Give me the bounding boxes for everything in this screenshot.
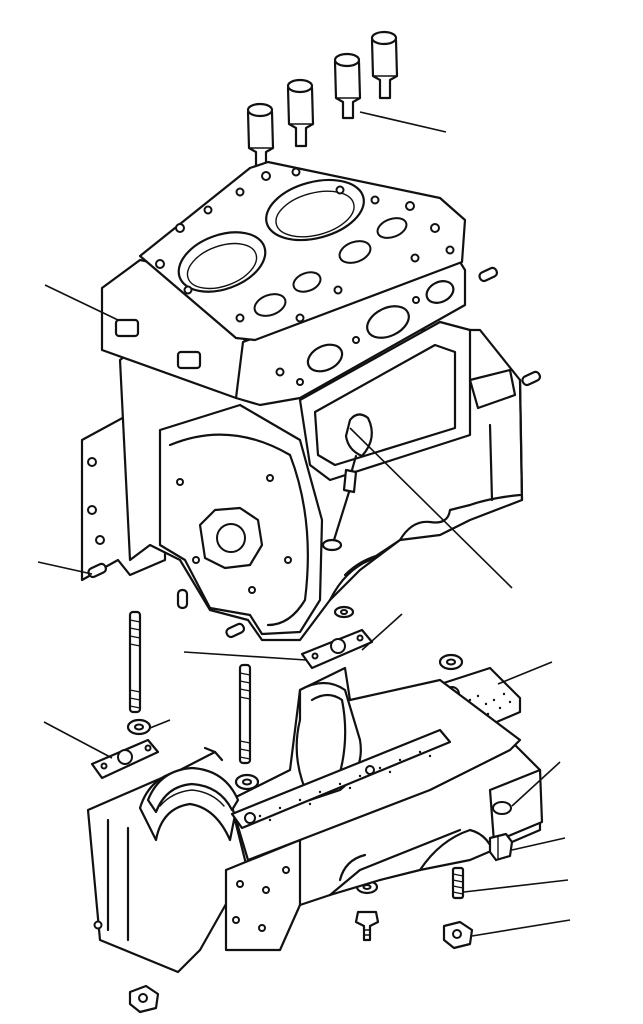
cylinder-head <box>100 160 467 407</box>
dipstick <box>321 413 373 552</box>
leader-gasket-right <box>497 661 553 685</box>
leader-dipstick <box>349 427 513 589</box>
leader-boss <box>511 761 561 807</box>
crankcase-lower <box>86 666 544 974</box>
bolt-2 <box>451 866 465 900</box>
leader-gasket-upper <box>183 651 307 661</box>
dowel-pin-1 <box>478 266 499 283</box>
valve-guide-1 <box>246 102 275 170</box>
bolt-1 <box>488 832 514 862</box>
valve-guide-2 <box>286 78 315 148</box>
leader-lines <box>37 111 571 937</box>
leader-washer <box>149 719 171 729</box>
crankcase-upper <box>80 320 524 642</box>
leader-bolt-2 <box>463 879 569 893</box>
leader-dowel-pin <box>37 561 93 575</box>
stud-1 <box>128 610 142 714</box>
leader-crankcase <box>361 613 403 651</box>
valve-guides <box>246 30 399 170</box>
leader-valve-guide <box>359 111 447 133</box>
stud-2 <box>238 663 252 765</box>
valve-guide-3 <box>333 52 362 120</box>
washer-3 <box>438 653 464 671</box>
washer-5 <box>333 605 355 619</box>
washer-1 <box>126 718 152 736</box>
dowel-pins <box>87 266 542 639</box>
nut-1 <box>442 920 474 950</box>
dowel-pin-3 <box>87 562 108 579</box>
gasket-upper <box>300 628 374 670</box>
valve-guide-4 <box>370 30 399 100</box>
nut-2 <box>128 984 160 1014</box>
bolt-3 <box>354 910 380 942</box>
gasket-left <box>90 738 160 780</box>
leader-cylinder-head <box>44 284 119 321</box>
assembly-arrow <box>178 746 224 772</box>
leader-gasket-left <box>43 721 113 759</box>
main-bearing-shell <box>146 766 240 814</box>
dowel-pin-2 <box>521 370 542 387</box>
leader-bolt-1 <box>511 837 566 851</box>
washer-2 <box>234 773 260 791</box>
washers <box>126 605 464 895</box>
leader-nut <box>471 919 571 937</box>
dowel-pin-4 <box>176 588 189 610</box>
dowel-pin-5 <box>225 622 246 639</box>
